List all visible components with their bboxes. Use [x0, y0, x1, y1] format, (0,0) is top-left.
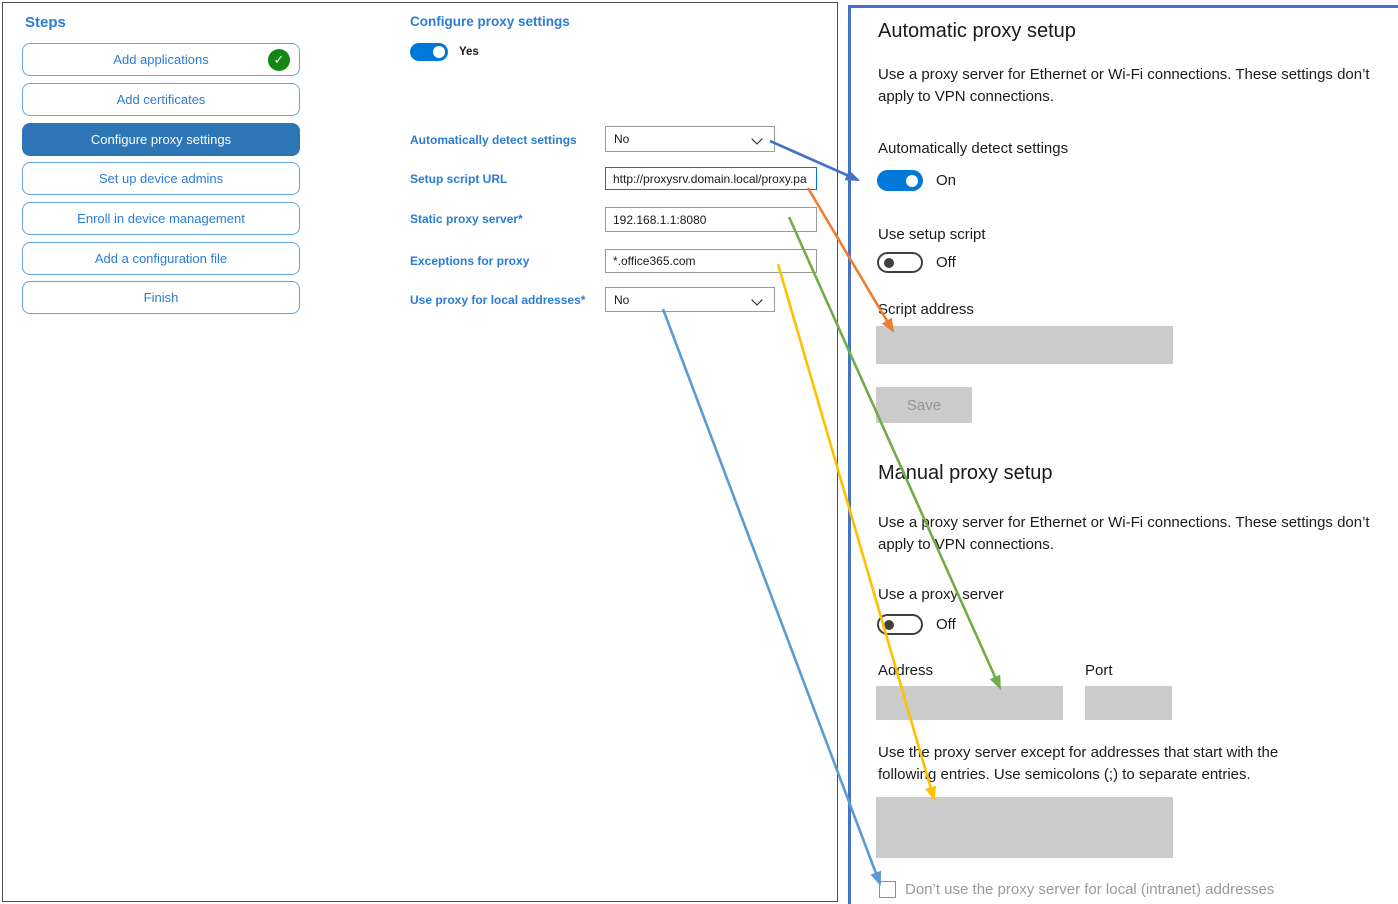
static-proxy-server-input[interactable] — [605, 207, 817, 232]
port-label: Port — [1085, 662, 1113, 679]
setup-script-url-input[interactable] — [605, 167, 817, 190]
step-finish[interactable]: Finish — [22, 281, 300, 314]
use-setup-script-toggle[interactable] — [877, 252, 923, 273]
address-input[interactable] — [876, 686, 1063, 720]
select-value: No — [614, 292, 630, 307]
label-auto-detect: Automatically detect settings — [410, 133, 577, 147]
use-proxy-server-label: Use a proxy server — [878, 586, 1004, 603]
step-enroll-device-management[interactable]: Enroll in device management — [22, 202, 300, 235]
toggle-knob — [884, 619, 894, 630]
step-add-configuration-file[interactable]: Add a configuration file — [22, 242, 300, 275]
use-proxy-server-toggle-state: Off — [936, 616, 956, 633]
exceptions-textarea[interactable] — [876, 797, 1173, 858]
step-label: Add certificates — [116, 92, 206, 107]
step-label: Configure proxy settings — [90, 132, 232, 147]
local-addresses-checkbox[interactable] — [879, 881, 896, 898]
select-value: No — [614, 132, 630, 146]
step-add-applications[interactable]: Add applications ✓ — [22, 43, 300, 76]
exceptions-for-proxy-input[interactable] — [605, 249, 817, 273]
step-add-certificates[interactable]: Add certificates — [22, 83, 300, 116]
configure-proxy-toggle[interactable] — [410, 43, 448, 61]
manual-proxy-description: Use a proxy server for Ethernet or Wi-Fi… — [878, 514, 1370, 553]
script-address-input[interactable] — [876, 326, 1173, 364]
step-label: Add applications — [113, 52, 209, 67]
port-input[interactable] — [1085, 686, 1172, 720]
toggle-knob — [433, 46, 445, 58]
step-label: Set up device admins — [98, 171, 224, 186]
automatic-proxy-description: Use a proxy server for Ethernet or Wi-Fi… — [878, 66, 1370, 105]
save-button[interactable]: Save — [876, 387, 972, 423]
auto-detect-toggle-state: On — [936, 172, 957, 189]
check-icon: ✓ — [268, 49, 290, 71]
toggle-knob — [906, 174, 918, 187]
use-proxy-server-toggle[interactable] — [877, 614, 923, 635]
use-proxy-local-select[interactable]: No — [605, 287, 775, 312]
label-static-proxy-server: Static proxy server* — [410, 212, 523, 226]
toggle-knob — [884, 257, 894, 268]
exceptions-description: Use the proxy server except for addresse… — [878, 744, 1279, 783]
script-address-label: Script address — [878, 301, 974, 318]
steps-title: Steps — [25, 14, 66, 31]
chevron-down-icon — [751, 294, 763, 306]
step-configure-proxy-settings[interactable]: Configure proxy settings — [22, 123, 300, 156]
label-use-proxy-local: Use proxy for local addresses* — [410, 293, 586, 307]
step-label: Add a configuration file — [94, 251, 228, 266]
automatic-proxy-heading: Automatic proxy setup — [878, 20, 1076, 42]
label-setup-script-url: Setup script URL — [410, 172, 508, 186]
form-title: Configure proxy settings — [410, 14, 570, 29]
local-addresses-checkbox-label: Don’t use the proxy server for local (in… — [905, 881, 1275, 898]
manual-proxy-heading: Manual proxy setup — [878, 462, 1053, 484]
chevron-down-icon — [751, 133, 763, 145]
use-setup-script-toggle-state: Off — [936, 254, 956, 271]
auto-detect-settings-label: Automatically detect settings — [878, 140, 1069, 157]
auto-detect-toggle[interactable] — [877, 170, 923, 191]
use-setup-script-label: Use setup script — [878, 226, 986, 243]
auto-detect-select[interactable]: No — [605, 126, 775, 152]
label-exceptions-for-proxy: Exceptions for proxy — [410, 254, 530, 268]
step-label: Finish — [143, 290, 179, 305]
configure-proxy-toggle-state: Yes — [459, 46, 479, 58]
step-set-up-device-admins[interactable]: Set up device admins — [22, 162, 300, 195]
step-label: Enroll in device management — [77, 211, 245, 226]
address-label: Address — [878, 662, 934, 679]
